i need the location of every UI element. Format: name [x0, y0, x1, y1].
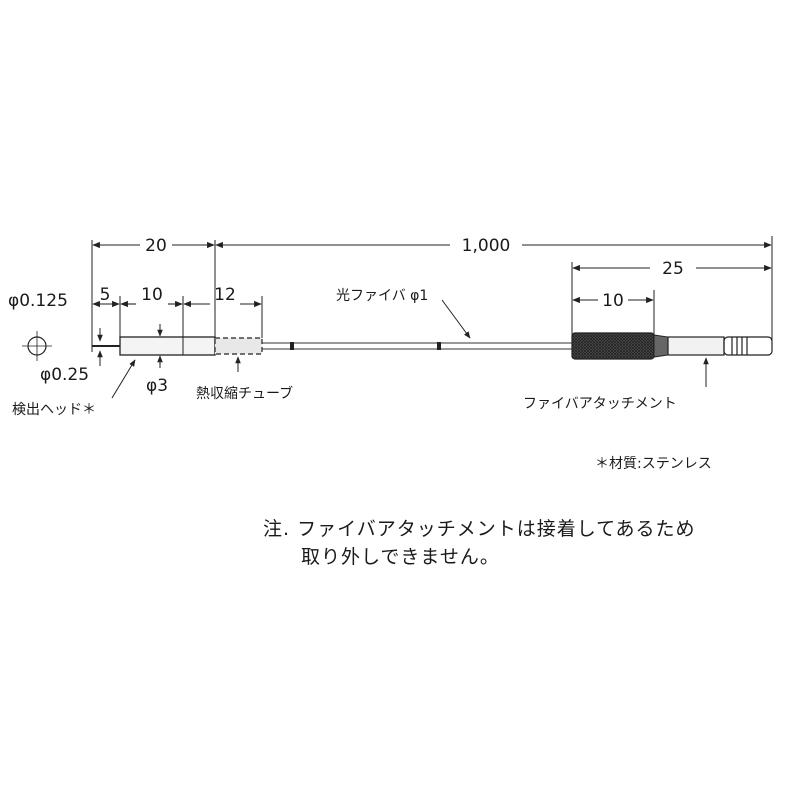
phi-0125-label: φ0.125: [8, 291, 68, 311]
optical-fiber: [262, 299, 572, 350]
dim-10-attach: 10: [602, 291, 624, 311]
material-note: ＊材質:ステンレス: [595, 456, 712, 472]
dim-12: 12: [214, 285, 236, 305]
phi-025-label: φ0.25: [40, 365, 89, 385]
dim-5: 5: [100, 285, 111, 305]
tip-end-view: [22, 331, 52, 361]
dim-1000: 1,000: [462, 236, 511, 256]
detection-needle: [92, 328, 120, 366]
heat-shrink-tube: [214, 337, 263, 372]
note-line-1: 注. ファイバアタッチメントは接着してあるため: [263, 518, 696, 540]
fiber-label: 光ファイバ φ1: [336, 288, 428, 304]
fiber-attachment: [571, 332, 773, 387]
dim-20: 20: [145, 236, 167, 256]
extension-lines: [91, 236, 773, 352]
shrink-tube-label: 熱収縮チューブ: [196, 385, 293, 402]
head-label: 検出ヘッド＊: [12, 402, 96, 418]
attachment-label: ファイバアタッチメント: [523, 396, 677, 412]
phi-3-label: φ3: [146, 376, 168, 396]
dim-10-head: 10: [141, 285, 163, 305]
dim-25: 25: [662, 259, 684, 279]
head-leader: [111, 359, 136, 399]
dimension-lines: [92, 241, 772, 308]
note-line-2: 取り外しできません。: [301, 546, 500, 568]
